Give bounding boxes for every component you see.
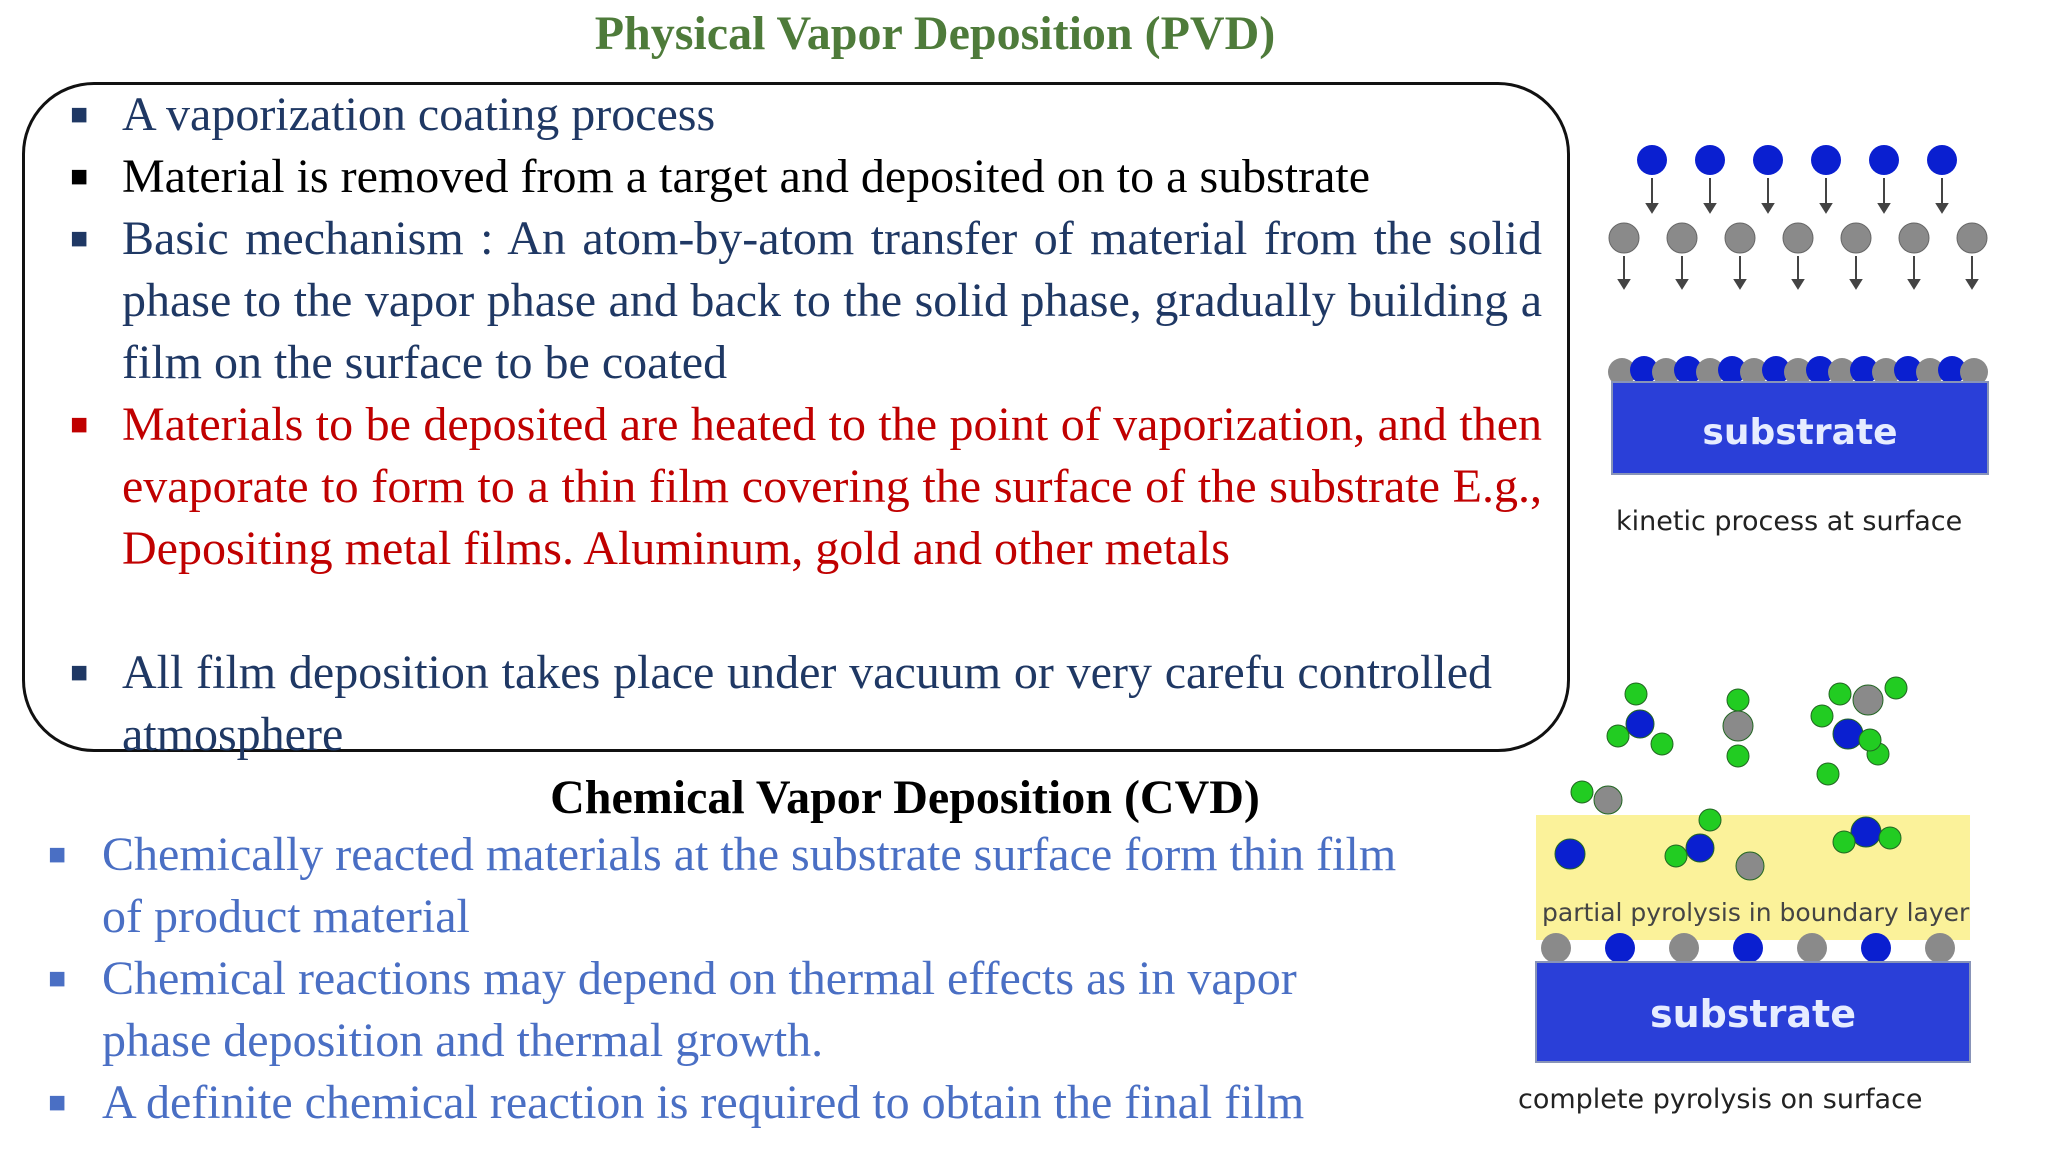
gray-atom [1608, 222, 1640, 254]
pvd-bullet-text: Materials to be deposited are heated to … [122, 398, 1542, 575]
blue-atom [1927, 145, 1957, 175]
pvd-title: Physical Vapor Deposition (PVD) [594, 7, 1276, 60]
pvd-diagram [1608, 145, 1989, 475]
gray-atom [1782, 222, 1814, 254]
cvd-figure-caption: complete pyrolysis on surface [1518, 1084, 1923, 1115]
pvd-substrate-block [1612, 382, 1988, 474]
arrows-row-2 [1617, 256, 1979, 290]
blue-atom [1637, 145, 1667, 175]
pvd-bullet: ■ Materials to be deposited are heated t… [70, 394, 1542, 580]
blue-atom [1695, 145, 1725, 175]
pvd-bullet-text: Material is removed from a target and de… [122, 150, 1371, 203]
cvd-diagram [1535, 676, 1971, 1063]
pvd-bullet: ■ A vaporization coating process [70, 84, 1542, 146]
blue-atom [1811, 145, 1841, 175]
pvd-bullet-text: Basic mechanism : An atom-by-atom transf… [122, 212, 1542, 389]
pvd-bullet-text: All film deposition takes place under va… [122, 646, 1492, 761]
bullet-marker-icon: ■ [48, 838, 67, 871]
gray-atom [1666, 222, 1698, 254]
pvd-bullet-text: A vaporization coating process [122, 88, 716, 141]
pvd-figure-caption: kinetic process at surface [1616, 506, 1963, 537]
cvd-figure: partial pyrolysis in boundary layer subs… [1510, 670, 2030, 1130]
cvd-bullet: ■ A definite chemical reaction is requir… [48, 1072, 1502, 1134]
cvd-bullet-text: A definite chemical reaction is required… [102, 1076, 1305, 1129]
blue-atom [1753, 145, 1783, 175]
gray-atom-row [1608, 222, 1988, 254]
boundary-layer-label: partial pyrolysis in boundary layer [1542, 898, 1970, 927]
cvd-bullet: ■ Chemical reactions may depend on therm… [48, 948, 1402, 1072]
cvd-bullet-text: Chemical reactions may depend on thermal… [102, 952, 1297, 1067]
pvd-substrate-label: substrate [1702, 412, 1898, 453]
bullet-marker-icon: ■ [48, 1086, 67, 1119]
gray-atom [1956, 222, 1988, 254]
blue-atom [1869, 145, 1899, 175]
pvd-figure: substrate kinetic process at surface [1590, 120, 2030, 560]
cvd-bullet-text: Chemically reacted materials at the subs… [102, 828, 1397, 943]
arrows-row-1 [1645, 178, 1949, 214]
pvd-bullet: ■ All film deposition takes place under … [70, 642, 1492, 766]
cvd-surface-atoms [1541, 933, 1955, 963]
bullet-marker-icon: ■ [48, 962, 67, 995]
pvd-bullet: ■ Material is removed from a target and … [70, 146, 1542, 208]
cvd-title: Chemical Vapor Deposition (CVD) [550, 771, 1260, 824]
cvd-substrate-block [1536, 962, 1970, 1062]
bullet-marker-icon: ■ [70, 656, 89, 689]
bullet-marker-icon: ■ [70, 98, 89, 131]
bullet-marker-icon: ■ [70, 408, 89, 441]
pvd-box [22, 82, 1570, 752]
gray-atom [1840, 222, 1872, 254]
bullet-marker-icon: ■ [70, 222, 89, 255]
bullet-marker-icon: ■ [70, 160, 89, 193]
gas-molecules [1554, 676, 1908, 881]
gray-atom [1898, 222, 1930, 254]
cvd-substrate-label: substrate [1650, 992, 1856, 1036]
blue-atom-row [1637, 145, 1957, 175]
cvd-bullet: ■ Chemically reacted materials at the su… [48, 824, 1402, 948]
gray-atom [1724, 222, 1756, 254]
surface-atom-layer [1608, 356, 1988, 386]
pvd-bullet: ■ Basic mechanism : An atom-by-atom tran… [70, 208, 1542, 394]
